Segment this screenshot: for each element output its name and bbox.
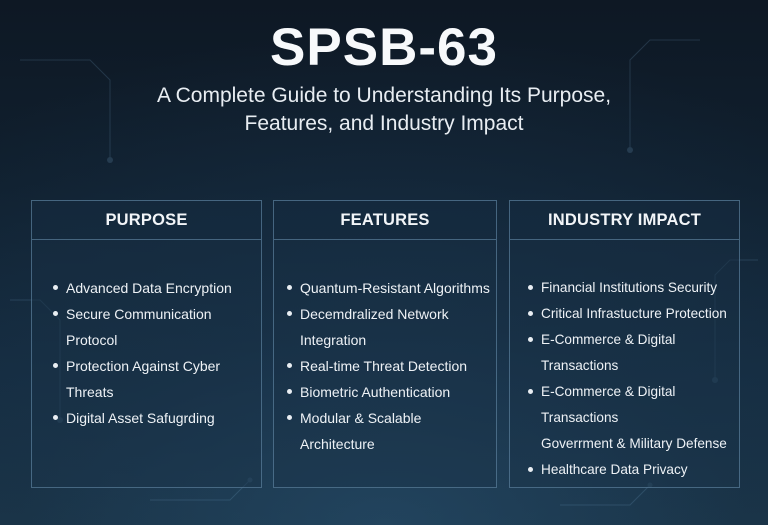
bullet-icon <box>53 285 58 290</box>
bullet-icon <box>528 389 533 394</box>
bullet-icon <box>287 389 292 394</box>
bullet-icon <box>528 337 533 342</box>
list-item-text: E-Commerce & Digital Transactions <box>541 332 676 373</box>
list-item: Secure Communication Protocol <box>32 301 261 353</box>
industry-impact-panel: INDUSTRY IMPACT Financial Institutions S… <box>509 200 740 488</box>
list-item-text: Healthcare Data Privacy <box>541 462 688 477</box>
purpose-panel-heading: PURPOSE <box>32 201 261 240</box>
list-item: Goverrment & Military Defense <box>510 431 739 457</box>
list-item-text: Biometric Authentication <box>300 384 451 400</box>
bullet-icon <box>53 363 58 368</box>
subtitle-line-2: Features, and Industry Impact <box>244 112 524 135</box>
list-item-text: Protection Against Cyber Threats <box>66 358 221 400</box>
list-item: Advanced Data Encryption <box>32 275 261 301</box>
list-item: Critical Infrastucture Protection <box>510 301 739 327</box>
list-item: Real-time Threat Detection <box>274 353 496 379</box>
list-item-text: Secure Communication Protocol <box>66 306 212 348</box>
list-item: E-Commerce & Digital Transactions <box>510 379 739 431</box>
industry-impact-panel-heading: INDUSTRY IMPACT <box>510 201 739 240</box>
features-list: Quantum-Resistant Algorithms Decemdraliz… <box>274 275 496 457</box>
bullet-icon <box>287 311 292 316</box>
list-item: Financial Institutions Security <box>510 275 739 301</box>
list-item: Healthcare Data Privacy <box>510 457 739 483</box>
list-item-text: E-Commerce & Digital Transactions <box>541 384 676 425</box>
list-item-text: Goverrment & Military Defense <box>541 436 727 451</box>
bullet-icon <box>528 311 533 316</box>
list-item-text: Financial Institutions Security <box>541 280 718 295</box>
bullet-icon <box>53 311 58 316</box>
list-item: E-Commerce & Digital Transactions <box>510 327 739 379</box>
features-panel: FEATURES Quantum-Resistant Algorithms De… <box>273 200 497 488</box>
subtitle-line-1: A Complete Guide to Understanding Its Pu… <box>156 84 612 107</box>
list-item-text: Advanced Data Encryption <box>66 280 232 296</box>
page-title: SPSB-63 <box>270 18 498 77</box>
bullet-icon <box>287 363 292 368</box>
list-item: Quantum-Resistant Algorithms <box>274 275 496 301</box>
list-item: Protection Against Cyber Threats <box>32 353 261 405</box>
list-item: Digital Asset Safugrding <box>32 405 261 431</box>
industry-impact-list: Financial Institutions Security Critical… <box>510 275 739 483</box>
list-item-text: Modular & Scalable Architecture <box>300 410 422 452</box>
purpose-panel: PURPOSE Advanced Data Encryption Secure … <box>31 200 262 488</box>
page-subtitle: A Complete Guide to Understanding Its Pu… <box>0 82 768 138</box>
bullet-icon <box>53 415 58 420</box>
bullet-icon <box>528 285 533 290</box>
list-item-text: Quantum-Resistant Algorithms <box>300 280 490 296</box>
list-item-text: Decemdralized Network Integration <box>300 306 449 348</box>
list-item-text: Real-time Threat Detection <box>300 358 468 374</box>
features-panel-heading: FEATURES <box>274 201 496 240</box>
list-item: Decemdralized Network Integration <box>274 301 496 353</box>
list-item-text: Critical Infrastucture Protection <box>541 306 727 321</box>
bullet-icon <box>287 285 292 290</box>
bullet-icon <box>528 467 533 472</box>
list-item: Biometric Authentication <box>274 379 496 405</box>
list-item: Modular & Scalable Architecture <box>274 405 496 457</box>
purpose-list: Advanced Data Encryption Secure Communic… <box>32 275 261 431</box>
list-item-text: Digital Asset Safugrding <box>66 410 215 426</box>
bullet-icon <box>287 415 292 420</box>
